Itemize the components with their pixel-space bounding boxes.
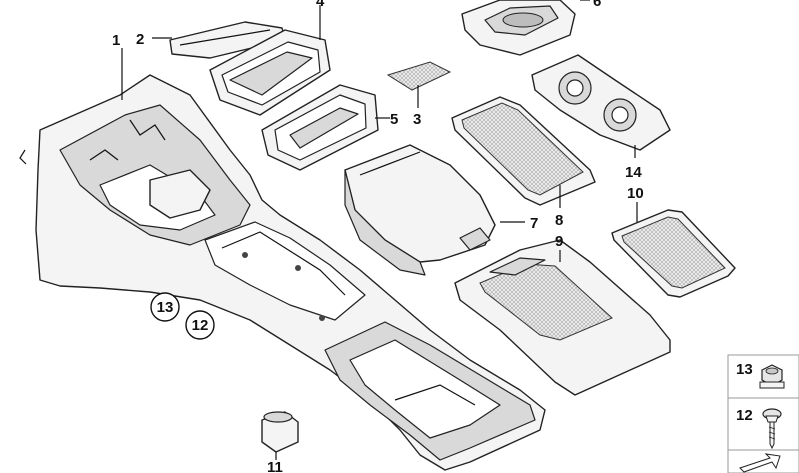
circled-callout-13-text: 13 xyxy=(157,299,174,316)
hinged-tray xyxy=(261,84,379,171)
cupholder-module xyxy=(461,0,576,56)
mounting-clip xyxy=(261,411,299,453)
callout-9: 9 xyxy=(555,233,563,250)
center-console-body xyxy=(19,74,546,471)
circled-callout-12: 12 xyxy=(185,310,215,340)
callout-5: 5 xyxy=(390,111,398,128)
arrow-icon xyxy=(739,453,781,473)
hardware-item-13-label: 13 xyxy=(736,361,753,378)
small-rubber-mat xyxy=(386,61,452,91)
circled-callout-13: 13 xyxy=(150,292,180,322)
callout-4: 4 xyxy=(316,0,325,10)
leader-lines xyxy=(121,0,638,460)
callout-7: 7 xyxy=(530,215,538,232)
callout-6: 6 xyxy=(593,0,601,10)
callout-8: 8 xyxy=(555,212,563,229)
nut-icon xyxy=(759,364,785,389)
screw-icon xyxy=(762,408,782,450)
callout-10: 10 xyxy=(627,185,644,202)
hardware-legend: 13 12 xyxy=(727,354,799,473)
upper-tray xyxy=(209,29,331,116)
armrest-base-tray xyxy=(454,239,671,396)
large-rubber-mat xyxy=(451,96,596,206)
cupholder-insert xyxy=(531,54,671,151)
callout-3: 3 xyxy=(413,111,421,128)
hardware-item-12-label: 12 xyxy=(736,407,753,424)
armrest-lid xyxy=(344,144,496,276)
callout-14: 14 xyxy=(625,164,642,181)
callout-1: 1 xyxy=(112,32,120,49)
callout-2: 2 xyxy=(136,31,144,48)
callout-11: 11 xyxy=(267,459,283,473)
corner-rubber-mat xyxy=(611,209,736,298)
circled-callout-12-text: 12 xyxy=(192,317,209,334)
